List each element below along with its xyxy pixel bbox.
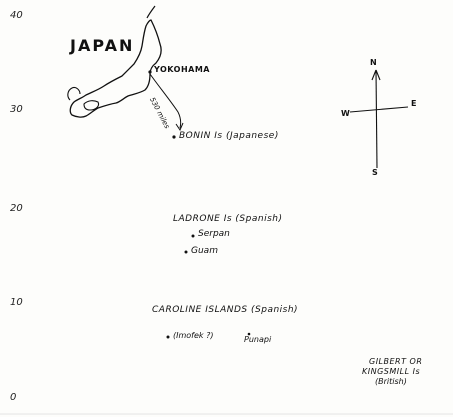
japan-coastline — [69, 19, 162, 118]
distance-arrow — [149, 73, 182, 129]
ladrone-label: LADRONE Is (Spanish) — [173, 214, 283, 224]
serpan-label: Serpan — [198, 229, 230, 239]
japan-north-coast — [146, 5, 156, 19]
latitude-label-30: 30 — [10, 104, 23, 115]
compass-east-label: E — [411, 99, 417, 108]
distance-arrowhead — [175, 122, 184, 132]
compass-west-label: W — [341, 109, 350, 118]
yokohama-label: YOKOHAMA — [154, 65, 210, 74]
guam-label: Guam — [191, 246, 218, 256]
gilbert-label-line2: KINGSMILL Is — [362, 367, 421, 376]
latitude-label-10: 10 — [10, 297, 23, 308]
compass-north-label: N — [370, 58, 377, 67]
gilbert-label-line3: (British) — [375, 377, 407, 386]
latitude-label-0: 0 — [10, 392, 17, 403]
gilbert-label-line1: GILBERT OR — [369, 357, 423, 366]
punapi-label: Punapi — [244, 335, 272, 344]
guam-dot — [184, 250, 188, 254]
punapi-dot — [247, 332, 251, 336]
latitude-label-40: 40 — [10, 10, 23, 21]
imofek-dot — [166, 335, 170, 339]
japan-southern-islands — [67, 86, 100, 111]
compass-rose — [349, 69, 409, 169]
imofek-label: (Imofek ?) — [173, 331, 214, 340]
yokohama-marker — [148, 70, 152, 74]
compass-south-label: S — [372, 168, 378, 177]
bonin-label: BONIN Is (Japanese) — [179, 131, 279, 141]
serpan-dot — [191, 234, 195, 238]
caroline-label: CAROLINE ISLANDS (Spanish) — [152, 305, 299, 315]
japan-label: JAPAN — [70, 36, 135, 55]
bonin-dot — [172, 135, 176, 139]
latitude-label-20: 20 — [10, 203, 23, 214]
